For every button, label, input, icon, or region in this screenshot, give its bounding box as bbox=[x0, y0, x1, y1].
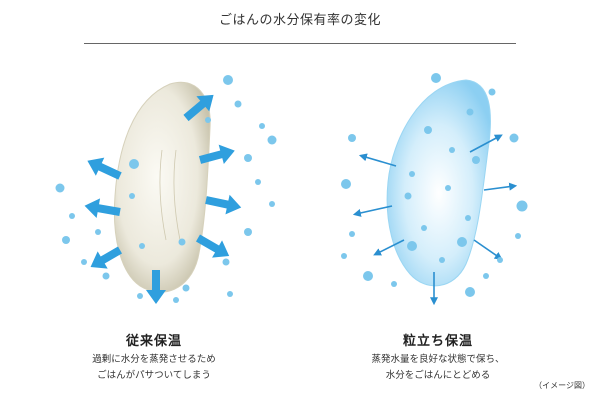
right-panel-description: 蒸発水量を良好な状態で保ち、 水分をごはんにとどめる bbox=[308, 352, 568, 384]
right-panel-heading: 粒立ち保温 bbox=[402, 334, 473, 349]
right-desc-line: 蒸発水量を良好な状態で保ち、 bbox=[371, 354, 505, 365]
right-rice-grain bbox=[386, 79, 491, 287]
left-panel-heading: 従来保温 bbox=[125, 334, 182, 349]
arrow-down-left-icon bbox=[373, 239, 405, 256]
arrow-left-icon bbox=[358, 153, 397, 167]
left-water-droplets bbox=[55, 75, 277, 303]
left-desc-line: 過剰に水分を蒸発させるため bbox=[92, 354, 216, 365]
left-evaporation-arrows bbox=[84, 94, 242, 304]
arrow-up-right-icon bbox=[183, 94, 214, 122]
title-divider bbox=[84, 43, 516, 44]
page-title: ごはんの水分保有率の変化 bbox=[218, 13, 381, 28]
arrow-left-icon bbox=[84, 198, 121, 219]
arrow-right-icon bbox=[198, 144, 235, 164]
right-water-droplets bbox=[341, 73, 528, 297]
arrow-left-icon bbox=[352, 205, 393, 217]
arrow-down-right-icon bbox=[473, 239, 503, 260]
right-evaporation-arrows bbox=[352, 134, 518, 306]
left-panel-description: 過剰に水分を蒸発させるため ごはんがパサついてしまう bbox=[24, 352, 284, 384]
arrow-up-left-icon bbox=[87, 157, 122, 180]
arrow-right-icon bbox=[205, 194, 242, 215]
arrow-down-right-icon bbox=[196, 234, 230, 258]
arrow-down-icon bbox=[146, 270, 166, 304]
arrow-right-icon bbox=[483, 182, 518, 191]
arrow-down-left-icon bbox=[90, 246, 122, 269]
arrow-up-right-icon bbox=[469, 134, 503, 153]
left-desc-line: ごはんがパサついてしまう bbox=[97, 370, 211, 381]
right-desc-line: 水分をごはんにとどめる bbox=[385, 370, 491, 381]
image-note: （イメージ図） bbox=[534, 381, 590, 390]
